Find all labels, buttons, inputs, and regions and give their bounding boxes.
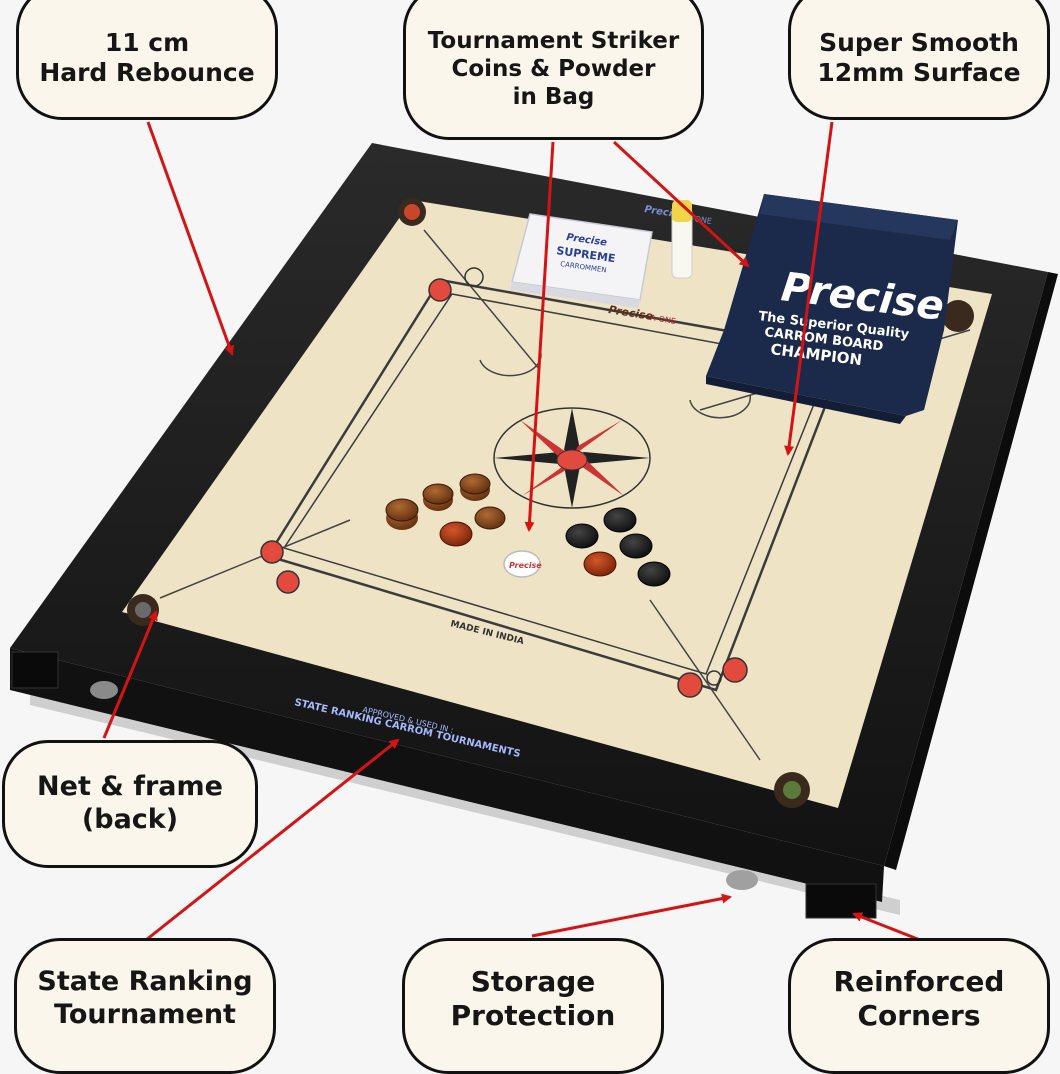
pocket-top-right	[942, 300, 974, 332]
callout-surface: Super Smooth 12mm Surface	[788, 0, 1050, 120]
striker-label: Precise	[509, 561, 542, 570]
board-model-print: A-ONE	[650, 313, 677, 326]
corner-bracket-left	[11, 651, 59, 689]
callout-net-frame: Net & frame (back)	[2, 740, 258, 868]
callout-state-line1: State Ranking	[37, 966, 253, 998]
callout-state-line2: Tournament	[54, 999, 236, 1030]
baseline-box	[266, 278, 848, 692]
callout-rebounce: 11 cm Hard Rebounce	[16, 0, 278, 120]
annotation-arrows	[102, 121, 921, 942]
board-frame-front	[10, 648, 884, 902]
carrom-coins: Precise	[385, 473, 671, 587]
callout-storage-line2: Protection	[450, 999, 616, 1032]
centre-star-design	[493, 407, 651, 509]
callout-state-ranking: State Ranking Tournament	[14, 938, 276, 1074]
powder-tube	[671, 200, 693, 279]
rubber-foot-left	[90, 681, 118, 699]
callout-surface-line1: Super Smooth	[819, 27, 1019, 57]
callout-storage: Storage Protection	[402, 938, 664, 1074]
callout-storage-line1: Storage	[470, 964, 596, 998]
callout-corners: Reinforced Corners	[788, 938, 1050, 1074]
callout-striker-line3: in Bag	[512, 84, 595, 111]
callout-striker-line1: Tournament Striker	[427, 27, 680, 54]
rubber-foot-front	[726, 870, 758, 890]
callout-corners-line2: Corners	[857, 999, 981, 1032]
callout-net-line1: Net & frame	[37, 771, 223, 803]
callout-net-line2: (back)	[81, 804, 179, 835]
callout-striker-line2: Coins & Powder	[451, 55, 656, 82]
callout-corners-line1: Reinforced	[833, 964, 1005, 998]
callout-striker-coins-powder: Tournament Striker Coins & Powder in Bag	[403, 0, 704, 140]
callout-rebounce-line2: Hard Rebounce	[39, 58, 255, 87]
callout-rebounce-line1: 11 cm	[104, 27, 190, 57]
corner-bracket-right	[805, 883, 877, 919]
callout-surface-line2: 12mm Surface	[817, 58, 1021, 87]
board-frame-right	[884, 272, 1058, 870]
storage-bag: Precise The Superior Quality CARROM BOAR…	[706, 194, 958, 424]
